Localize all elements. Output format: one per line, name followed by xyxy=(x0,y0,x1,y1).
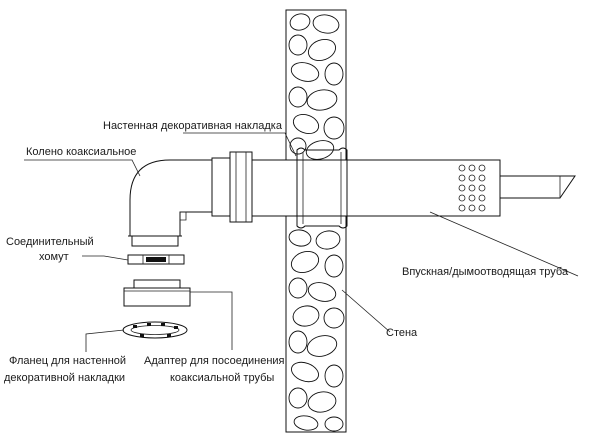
flue-pipe xyxy=(249,159,576,217)
label-clamp-line2: хомут xyxy=(39,251,69,263)
decorative-cover xyxy=(296,147,348,229)
label-clamp-line1: Соединительный xyxy=(6,236,94,248)
wall xyxy=(285,9,347,433)
label-flange-line2: декоративной накладки xyxy=(4,372,125,384)
flange-ring xyxy=(122,321,188,339)
wall-stones xyxy=(288,13,345,432)
coaxial-elbow xyxy=(128,159,213,247)
adapter xyxy=(123,279,191,307)
connecting-clamp xyxy=(127,254,185,265)
label-adapter-line2: коаксиальной трубы xyxy=(170,372,274,384)
coupling-sleeve xyxy=(211,151,253,223)
label-coaxial-elbow: Колено коаксиальное xyxy=(26,146,136,158)
label-flange-line1: Фланец для настенной xyxy=(9,355,126,367)
leader-lines xyxy=(24,132,579,352)
label-flue-pipe: Впускная/дымоотводящая труба xyxy=(402,266,569,278)
labels: Настенная декоративная накладка Колено к… xyxy=(4,120,569,384)
label-adapter-line1: Адаптер для посоединения xyxy=(144,355,285,367)
label-decorative-cover: Настенная декоративная накладка xyxy=(103,120,283,132)
label-wall: Стена xyxy=(386,327,418,339)
vent-holes xyxy=(458,164,486,212)
